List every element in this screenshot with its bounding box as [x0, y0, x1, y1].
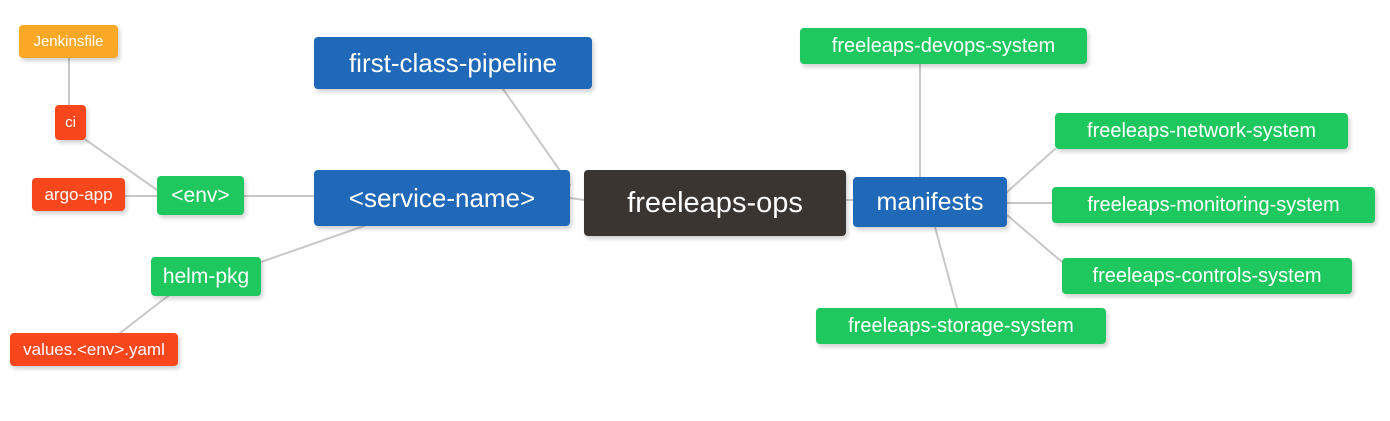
node-label-manifests: manifests	[876, 187, 984, 216]
node-freeleaps-monitoring-system[interactable]: freeleaps-monitoring-system	[1052, 187, 1375, 223]
node-label-values-yaml: values.<env>.yaml	[23, 340, 165, 359]
node-values-yaml[interactable]: values.<env>.yaml	[10, 333, 178, 366]
node-freeleaps-storage-system[interactable]: freeleaps-storage-system	[816, 308, 1106, 344]
node-label-freeleaps-ops: freeleaps-ops	[627, 186, 803, 219]
node-env[interactable]: <env>	[157, 176, 244, 215]
node-label-freeleaps-monitoring-system: freeleaps-monitoring-system	[1087, 194, 1340, 216]
node-freeleaps-controls-system[interactable]: freeleaps-controls-system	[1062, 258, 1352, 294]
node-label-service-name: <service-name>	[348, 183, 536, 213]
node-label-jenkinsfile: Jenkinsfile	[33, 33, 104, 50]
node-helm-pkg[interactable]: helm-pkg	[151, 257, 261, 296]
node-service-name[interactable]: <service-name>	[314, 170, 570, 226]
edge-freeleaps-ops-to-service-name	[569, 197, 585, 201]
edge-manifests-to-freeleaps-storage-system	[934, 226, 958, 309]
node-label-argo-app: argo-app	[44, 185, 113, 204]
node-ci[interactable]: ci	[55, 105, 86, 140]
node-freeleaps-ops[interactable]: freeleaps-ops	[584, 170, 846, 236]
node-label-env: <env>	[171, 184, 230, 207]
node-label-freeleaps-network-system: freeleaps-network-system	[1087, 120, 1316, 142]
edge-manifests-to-freeleaps-network-system	[1006, 148, 1056, 193]
node-argo-app[interactable]: argo-app	[32, 178, 125, 211]
edge-helm-pkg-to-values-yaml	[119, 295, 169, 334]
node-label-first-class-pipeline: first-class-pipeline	[348, 48, 558, 78]
node-jenkinsfile[interactable]: Jenkinsfile	[19, 25, 118, 58]
node-label-freeleaps-storage-system: freeleaps-storage-system	[848, 315, 1074, 337]
node-freeleaps-network-system[interactable]: freeleaps-network-system	[1055, 113, 1348, 149]
node-manifests[interactable]: manifests	[853, 177, 1007, 227]
node-label-freeleaps-devops-system: freeleaps-devops-system	[831, 35, 1056, 57]
node-label-helm-pkg: helm-pkg	[162, 265, 250, 288]
edge-service-name-to-helm-pkg	[260, 225, 365, 263]
node-label-freeleaps-controls-system: freeleaps-controls-system	[1092, 265, 1322, 287]
node-first-class-pipeline[interactable]: first-class-pipeline	[314, 37, 592, 89]
node-label-ci: ci	[65, 114, 76, 131]
node-freeleaps-devops-system[interactable]: freeleaps-devops-system	[800, 28, 1087, 64]
